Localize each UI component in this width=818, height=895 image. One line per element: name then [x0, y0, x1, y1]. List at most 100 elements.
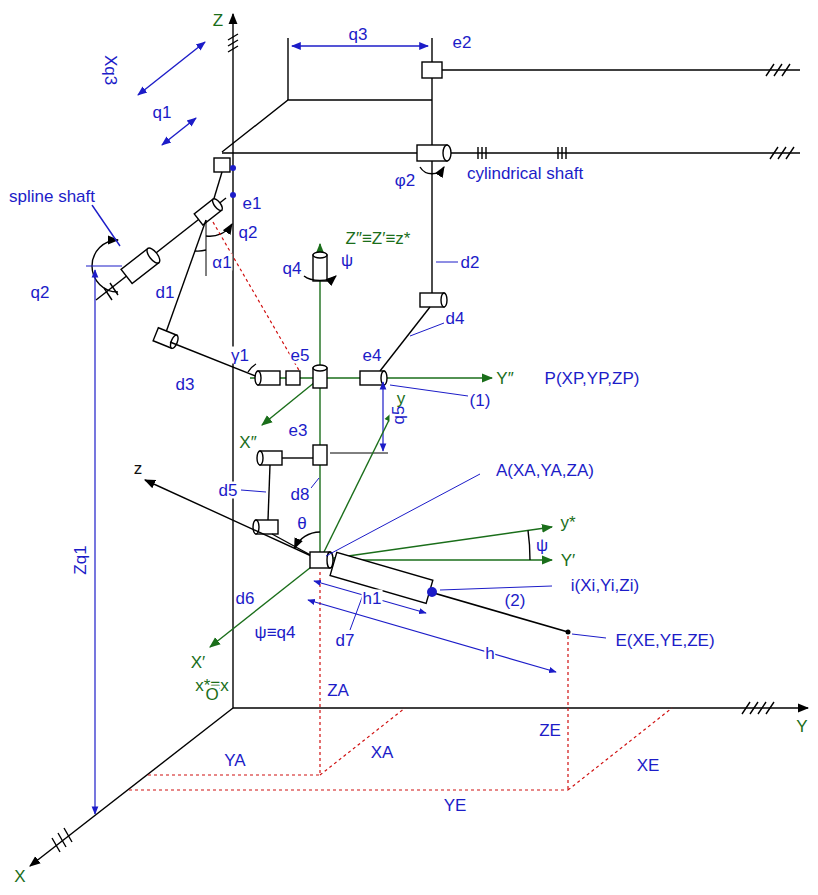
z-double-prime-axis	[319, 244, 320, 560]
part-label: (2)	[504, 592, 527, 609]
point-marker	[427, 587, 437, 597]
projection-line	[129, 789, 568, 790]
part-label: y*	[559, 514, 576, 531]
y-axis-local	[320, 412, 393, 560]
part-label: e2	[452, 34, 473, 51]
end-effector	[145, 412, 606, 672]
angle-arc	[248, 364, 256, 372]
part-label: Y″	[495, 370, 514, 387]
shaft-marks	[478, 147, 566, 159]
cylinder-joint	[441, 293, 447, 307]
x-axis	[30, 708, 233, 866]
cylinder-joint	[443, 145, 451, 161]
dimension-line	[138, 42, 205, 95]
part-label: ψ≡q4	[254, 624, 297, 641]
part-label: YA	[223, 752, 246, 769]
part-label: d8	[290, 486, 311, 503]
y-star-axis	[320, 527, 552, 560]
height-dimension	[86, 266, 122, 814]
link	[431, 78, 432, 145]
projection-line	[567, 636, 568, 790]
extension-line	[287, 38, 288, 100]
part-label: (1)	[469, 392, 492, 409]
cylinder-joint	[255, 371, 261, 385]
extension-line	[431, 38, 432, 62]
part-label: e5	[290, 347, 311, 364]
part-label: Z	[212, 12, 224, 29]
platform	[241, 244, 492, 560]
mechanism-links	[153, 161, 458, 377]
slider-block	[214, 158, 230, 172]
part-label: d7	[335, 632, 356, 649]
dimension-line	[94, 270, 95, 814]
part-label: Xq3	[102, 54, 119, 86]
cylinder-joint	[194, 197, 224, 225]
part-label: d4	[445, 310, 466, 327]
part-label: e4	[362, 347, 383, 364]
cylinder-joint	[313, 252, 327, 258]
leader-line	[572, 634, 606, 638]
part-label: X′	[190, 654, 207, 671]
part-label: cylindrical shaft	[466, 165, 584, 182]
link	[431, 161, 432, 293]
dimension-line	[382, 382, 383, 451]
ground-hatch	[52, 828, 72, 852]
dimension-line	[292, 45, 428, 46]
angle-arc	[528, 530, 530, 560]
reference-dot	[230, 192, 236, 198]
cylinder-joint	[313, 365, 327, 371]
part-label: Zq1	[72, 544, 89, 575]
part-label: d1	[155, 284, 176, 301]
rotation-arc	[206, 224, 232, 236]
cylinder-joint	[153, 328, 180, 350]
part-label: Y′	[560, 552, 577, 569]
part-label: q4	[282, 260, 303, 277]
dimension-line	[314, 581, 426, 613]
part-label: X″	[238, 434, 257, 451]
part-label: z	[133, 460, 144, 477]
link	[268, 465, 270, 520]
part-label: XA	[370, 744, 395, 761]
part-label: q3	[348, 26, 369, 43]
leader-line	[326, 474, 480, 556]
x-prime-axis	[210, 560, 320, 647]
ground-hatch	[770, 147, 794, 159]
slider-block	[286, 371, 300, 385]
part-label: ψ	[535, 537, 549, 554]
part-label: y	[396, 390, 407, 407]
cylindrical-shaft	[222, 152, 800, 153]
part-label: YE	[443, 797, 468, 814]
projection-line	[148, 774, 320, 775]
reference-line	[206, 220, 207, 276]
leader-line	[410, 323, 444, 336]
upper-frame	[92, 38, 800, 300]
part-label: θ	[296, 515, 307, 532]
spline-shaft	[96, 198, 226, 300]
part-label: E(XE,YE,ZE)	[614, 632, 715, 649]
ground-hatch	[228, 34, 238, 52]
slider-block	[422, 62, 442, 78]
leader-line	[311, 478, 319, 488]
leader-line	[436, 262, 458, 263]
part-label: ψ	[340, 252, 354, 269]
part-label: h	[484, 645, 495, 662]
part-label: e3	[288, 422, 309, 439]
part-label: d5	[218, 482, 239, 499]
part-label: q2	[30, 284, 51, 301]
leader-line	[440, 586, 552, 590]
ground-hatch	[742, 702, 774, 714]
frame-arm	[222, 100, 432, 152]
part-label: d3	[175, 376, 196, 393]
link	[165, 220, 206, 335]
angle-arc	[295, 532, 321, 548]
part-label: spline shaft	[8, 188, 96, 205]
cylinder-joint	[121, 246, 162, 284]
part-label: P(XP,YP,ZP)	[544, 370, 641, 387]
part-label: A(XA,YA,ZA)	[495, 462, 595, 479]
part-label: γ1	[230, 347, 250, 364]
guide-rail	[442, 69, 800, 70]
projection-line	[320, 708, 405, 775]
extension-line	[86, 265, 122, 266]
